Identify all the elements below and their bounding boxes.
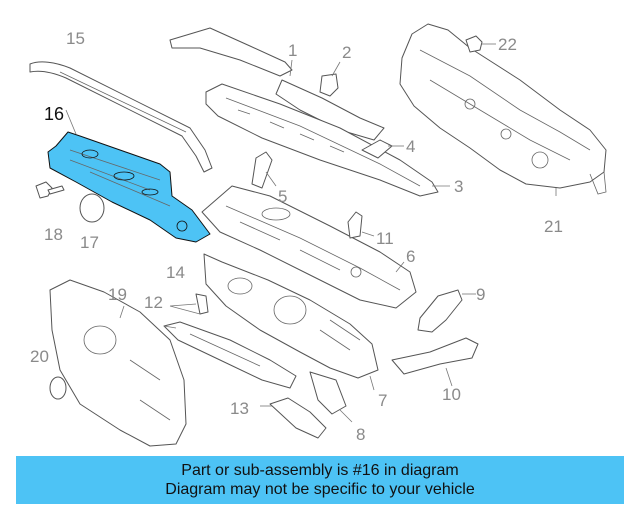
banner-line-2: Diagram may not be specific to your vehi… [165,481,475,498]
callout-9: 9 [476,285,485,304]
callout-3: 3 [454,177,463,196]
part-18-bolt [35,181,65,199]
leader-lines [65,43,557,423]
part-1-cowl-panel [169,27,385,141]
callout-11: 11 [376,229,394,248]
callout-15: 15 [66,29,85,48]
part-5-piece [251,151,273,189]
part-9-bracket [417,289,463,333]
part-10-brace [391,337,479,375]
callout-labels: 15 1 2 22 16 4 3 5 21 18 17 11 6 14 9 19… [30,29,563,444]
callout-22: 22 [498,35,517,54]
parts-diagram: 15 1 2 22 16 4 3 5 21 18 17 11 6 14 9 19… [29,23,607,447]
callout-10: 10 [442,385,461,404]
part-8-bracket [309,371,347,415]
part-13-bracket [269,397,327,439]
banner-line-1: Part or sub-assembly is #16 in diagram [181,462,459,479]
callout-4: 4 [406,137,415,156]
callout-2: 2 [342,43,351,62]
callout-14: 14 [166,263,185,282]
callout-12: 12 [144,293,163,312]
part-7-dash-panel [203,253,379,379]
callout-1: 1 [288,41,297,60]
callout-8: 8 [356,425,365,444]
callout-5: 5 [278,187,287,206]
part-2-clip [319,73,339,97]
part-22-pin [465,35,483,53]
part-15-strip [29,61,213,173]
callout-18: 18 [44,225,63,244]
part-3-cowl-panel [205,83,439,197]
callout-21: 21 [544,217,563,236]
part-11-bracket [347,211,363,239]
info-banner: Part or sub-assembly is #16 in diagram D… [16,456,624,504]
part-20-plug [49,376,67,400]
part-19-insulator [49,279,187,447]
part-16-panel-highlighted [47,131,211,243]
part-12-insulator [163,321,297,389]
callout-17: 17 [80,233,99,252]
part-6-cross-member [201,185,417,309]
part-17-grommet [79,193,105,223]
part-14-clip [195,293,209,315]
callout-13: 13 [230,399,249,418]
callout-19: 19 [108,285,127,304]
callout-16-highlighted: 16 [44,104,64,124]
callout-6: 6 [406,247,415,266]
callout-7: 7 [378,391,387,410]
callout-20: 20 [30,347,49,366]
